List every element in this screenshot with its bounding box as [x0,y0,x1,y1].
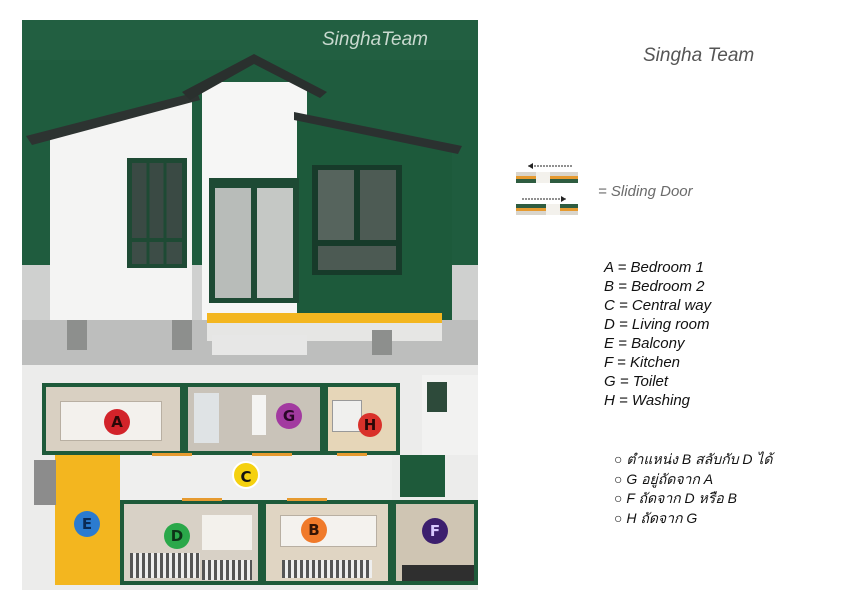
floor-plan: A G H C E D B F [22,365,478,590]
note-item: ○ ตำแหน่ง B สลับกับ D ได้ [614,451,773,467]
legend-item: A = Bedroom 1 [604,259,704,276]
sliding-door-label: = Sliding Door [598,183,693,200]
house-illustration [22,20,478,365]
legend-item: C = Central way [604,297,712,314]
layout-notes: ○ ตำแหน่ง B สลับกับ D ได้ ○ G อยู่ถัดจาก… [614,450,839,528]
label-c: C [232,461,260,489]
house-rendering [22,20,478,365]
label-f: F [422,518,448,544]
label-b: B [301,517,327,543]
legend-item: G = Toilet [604,373,669,390]
legend-item: B = Bedroom 2 [604,278,705,295]
sliding-door-icon [516,162,578,217]
legend-item: E = Balcony [604,335,685,352]
watermark: SinghaTeam [322,29,428,50]
note-item: ○ F ถัดจาก D หรือ B [614,490,737,506]
label-e: E [74,511,100,537]
bullet-icon: ○ [614,490,627,506]
bullet-icon: ○ [614,451,627,467]
legend-item: D = Living room [604,316,710,333]
room-legend: A = Bedroom 1 B = Bedroom 2 C = Central … [604,258,834,410]
label-a: A [104,409,130,435]
bullet-icon: ○ [614,509,627,526]
note-item: ○ H ถัดจาก G [614,509,698,526]
label-g: G [276,403,302,429]
page-title: Singha Team [643,45,755,66]
note-item: ○ G อยู่ถัดจาก A [614,470,714,487]
legend-item: F = Kitchen [604,354,681,371]
legend-item: H = Washing [604,392,691,409]
label-h: H [358,413,382,437]
label-d: D [164,523,190,549]
bullet-icon: ○ [614,470,627,487]
